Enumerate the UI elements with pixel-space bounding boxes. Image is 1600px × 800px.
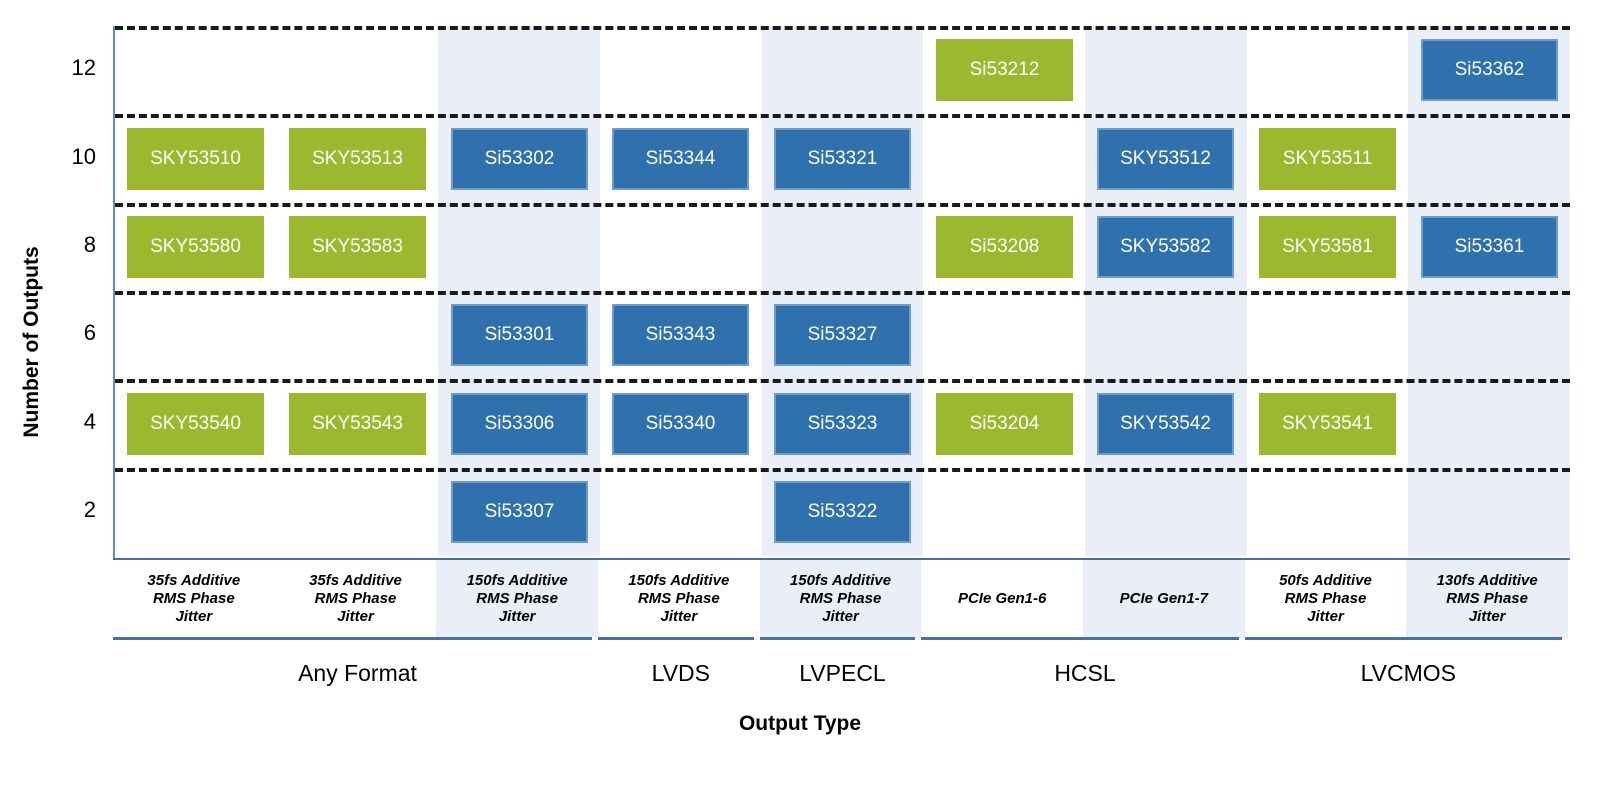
part-chip[interactable]: Si53361 (1421, 216, 1558, 278)
spec-cell-line: Jitter (498, 608, 536, 626)
gridline (115, 26, 1570, 30)
part-chip[interactable]: SKY53540 (127, 393, 264, 455)
spec-cell-line: Jitter (337, 608, 374, 626)
spec-cell-line: RMS Phase (476, 589, 558, 607)
y-tick-label: 10 (71, 143, 96, 169)
part-chip[interactable]: SKY53513 (289, 128, 426, 190)
group-separator-rule (921, 637, 1239, 640)
x-axis-line (113, 558, 1570, 560)
spec-cell-line: Jitter (175, 608, 213, 626)
spec-cell-line: RMS Phase (314, 589, 397, 607)
part-chip[interactable]: SKY53541 (1259, 393, 1396, 455)
part-chip[interactable]: Si53323 (774, 393, 911, 455)
gridline (115, 467, 1570, 472)
y-axis-line (113, 26, 115, 560)
spec-cell-line: 150fs Additive (466, 571, 568, 589)
group-label: LVCMOS (1360, 659, 1457, 686)
group-separator-rule (113, 637, 592, 640)
part-chip[interactable]: Si53306 (451, 393, 588, 455)
spec-cell-line: Jitter (822, 608, 859, 626)
part-chip[interactable]: Si53208 (936, 216, 1073, 278)
part-chip[interactable]: SKY53510 (127, 128, 264, 190)
group-separator-rule (759, 637, 916, 640)
part-chip[interactable]: Si53322 (774, 481, 911, 543)
spec-cell-line: RMS Phase (799, 589, 882, 607)
spec-cell-line: Jitter (660, 608, 698, 626)
y-tick-label: 2 (83, 496, 96, 522)
spec-cell-line: 130fs Additive (1436, 571, 1538, 589)
part-chip[interactable]: Si53327 (774, 304, 911, 366)
spec-cell-line: PCIe Gen1-7 (1119, 589, 1209, 607)
spec-cell-line: 35fs Additive (309, 571, 402, 589)
group-separator-rule (1244, 637, 1562, 640)
part-chip[interactable]: SKY53543 (289, 393, 426, 455)
spec-cell-line: RMS Phase (152, 589, 235, 607)
part-chip[interactable]: Si53321 (774, 128, 911, 190)
spec-cell-line: RMS Phase (1446, 589, 1528, 607)
gridline (115, 379, 1570, 384)
spec-cell-line: 150fs Additive (789, 571, 892, 589)
y-tick-label: 12 (71, 55, 96, 81)
spec-cell-line: PCIe Gen1-6 (957, 589, 1047, 607)
x-axis-title: Output Type (738, 712, 862, 735)
part-chip[interactable]: Si53362 (1421, 39, 1558, 101)
y-tick-label: 8 (83, 231, 96, 257)
spec-cell-line: RMS Phase (637, 589, 720, 607)
group-label: HCSL (1054, 659, 1116, 686)
gridline (115, 114, 1570, 119)
part-chip[interactable]: Si53344 (612, 128, 749, 190)
part-chip[interactable]: Si53307 (451, 481, 588, 543)
y-axis-tick-labels: 12 10 8 6 4 2 (48, 0, 96, 800)
part-chip[interactable]: SKY53512 (1097, 128, 1234, 190)
part-chip[interactable]: Si53302 (451, 128, 588, 190)
part-chip[interactable]: SKY53582 (1097, 216, 1234, 278)
y-tick-label: 6 (83, 320, 96, 346)
group-label: LVDS (651, 659, 711, 686)
part-chip[interactable]: SKY53581 (1259, 216, 1396, 278)
part-chip[interactable]: Si53212 (936, 39, 1073, 101)
group-label: Any Format (298, 659, 417, 686)
y-tick-label: 4 (83, 408, 96, 434)
gridline (115, 291, 1570, 295)
spec-cell-line: RMS Phase (1284, 589, 1367, 607)
y-axis-title: Number of Outputs (20, 246, 43, 438)
group-label: LVPECL (799, 659, 886, 686)
part-chip[interactable]: SKY53511 (1259, 128, 1396, 190)
spec-cell: PCIe Gen1-6 (921, 560, 1083, 638)
part-chip[interactable]: SKY53583 (289, 216, 426, 278)
gridline (115, 202, 1570, 207)
spec-cell-line: Jitter (1307, 608, 1344, 626)
part-chip[interactable]: SKY53580 (127, 216, 264, 278)
part-chip[interactable]: Si53340 (612, 393, 749, 455)
spec-cell-line: 150fs Additive (628, 571, 730, 589)
part-chip[interactable]: SKY53542 (1097, 393, 1234, 455)
spec-cell-line: 50fs Additive (1279, 571, 1372, 589)
part-chip[interactable]: Si53301 (451, 304, 588, 366)
spec-cell-line: Jitter (1468, 608, 1506, 626)
part-chip[interactable]: Si53204 (936, 393, 1073, 455)
group-separator-rule (598, 637, 754, 640)
spec-cell-line: 35fs Additive (147, 571, 241, 589)
spec-cell: PCIe Gen1-7 (1083, 560, 1245, 638)
part-chip[interactable]: Si53343 (612, 304, 749, 366)
